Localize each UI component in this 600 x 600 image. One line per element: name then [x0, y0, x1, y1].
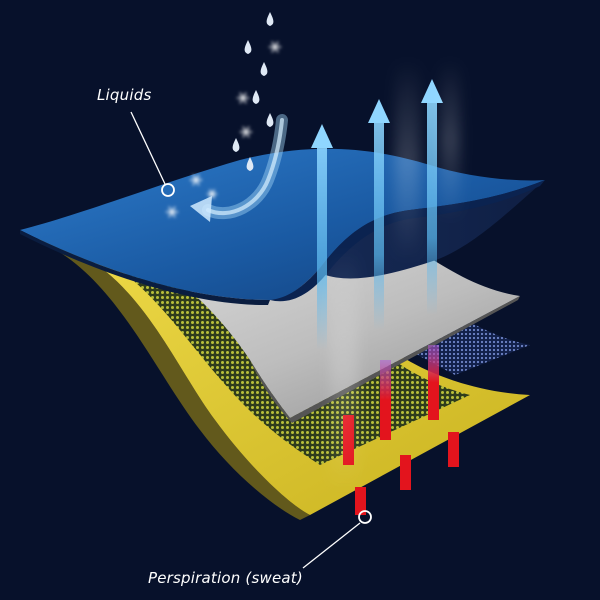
- perspiration-label: Perspiration (sweat): [148, 569, 303, 587]
- sweat-stripe: [400, 455, 411, 490]
- water-drop-icon: [246, 157, 254, 171]
- sweat-stripe: [380, 360, 391, 440]
- water-drop-icon: [260, 62, 268, 76]
- curved-arrow-icon: [190, 114, 288, 222]
- vapor-arrow-icon: [368, 99, 390, 330]
- liquids-label: Liquids: [97, 86, 152, 104]
- sweat-stripe: [428, 345, 439, 420]
- liquids-callout: [130, 111, 175, 197]
- water-drop-icon: [266, 12, 274, 26]
- water-drop-icon: [244, 40, 252, 54]
- snowflake-icon: [237, 92, 249, 104]
- water-drop-icon: [232, 138, 240, 152]
- snowflake-icon: [269, 41, 281, 53]
- water-drop-icon: [266, 113, 274, 127]
- vapor-mist: [330, 60, 460, 490]
- snowflake-icon: [166, 206, 178, 218]
- perspiration-callout: [302, 510, 372, 569]
- water-drops: [232, 12, 274, 171]
- snowflake-icon: [240, 126, 252, 138]
- sweat-stripe: [355, 487, 366, 515]
- snowflake-icon: [190, 174, 202, 186]
- vapor-arrow-icon: [311, 124, 333, 350]
- vapor-arrow-icon: [421, 79, 443, 315]
- sweat-stripe: [448, 432, 459, 467]
- water-drop-icon: [252, 90, 260, 104]
- vapor-arrows: [311, 79, 443, 350]
- membrane-layer: [40, 228, 520, 418]
